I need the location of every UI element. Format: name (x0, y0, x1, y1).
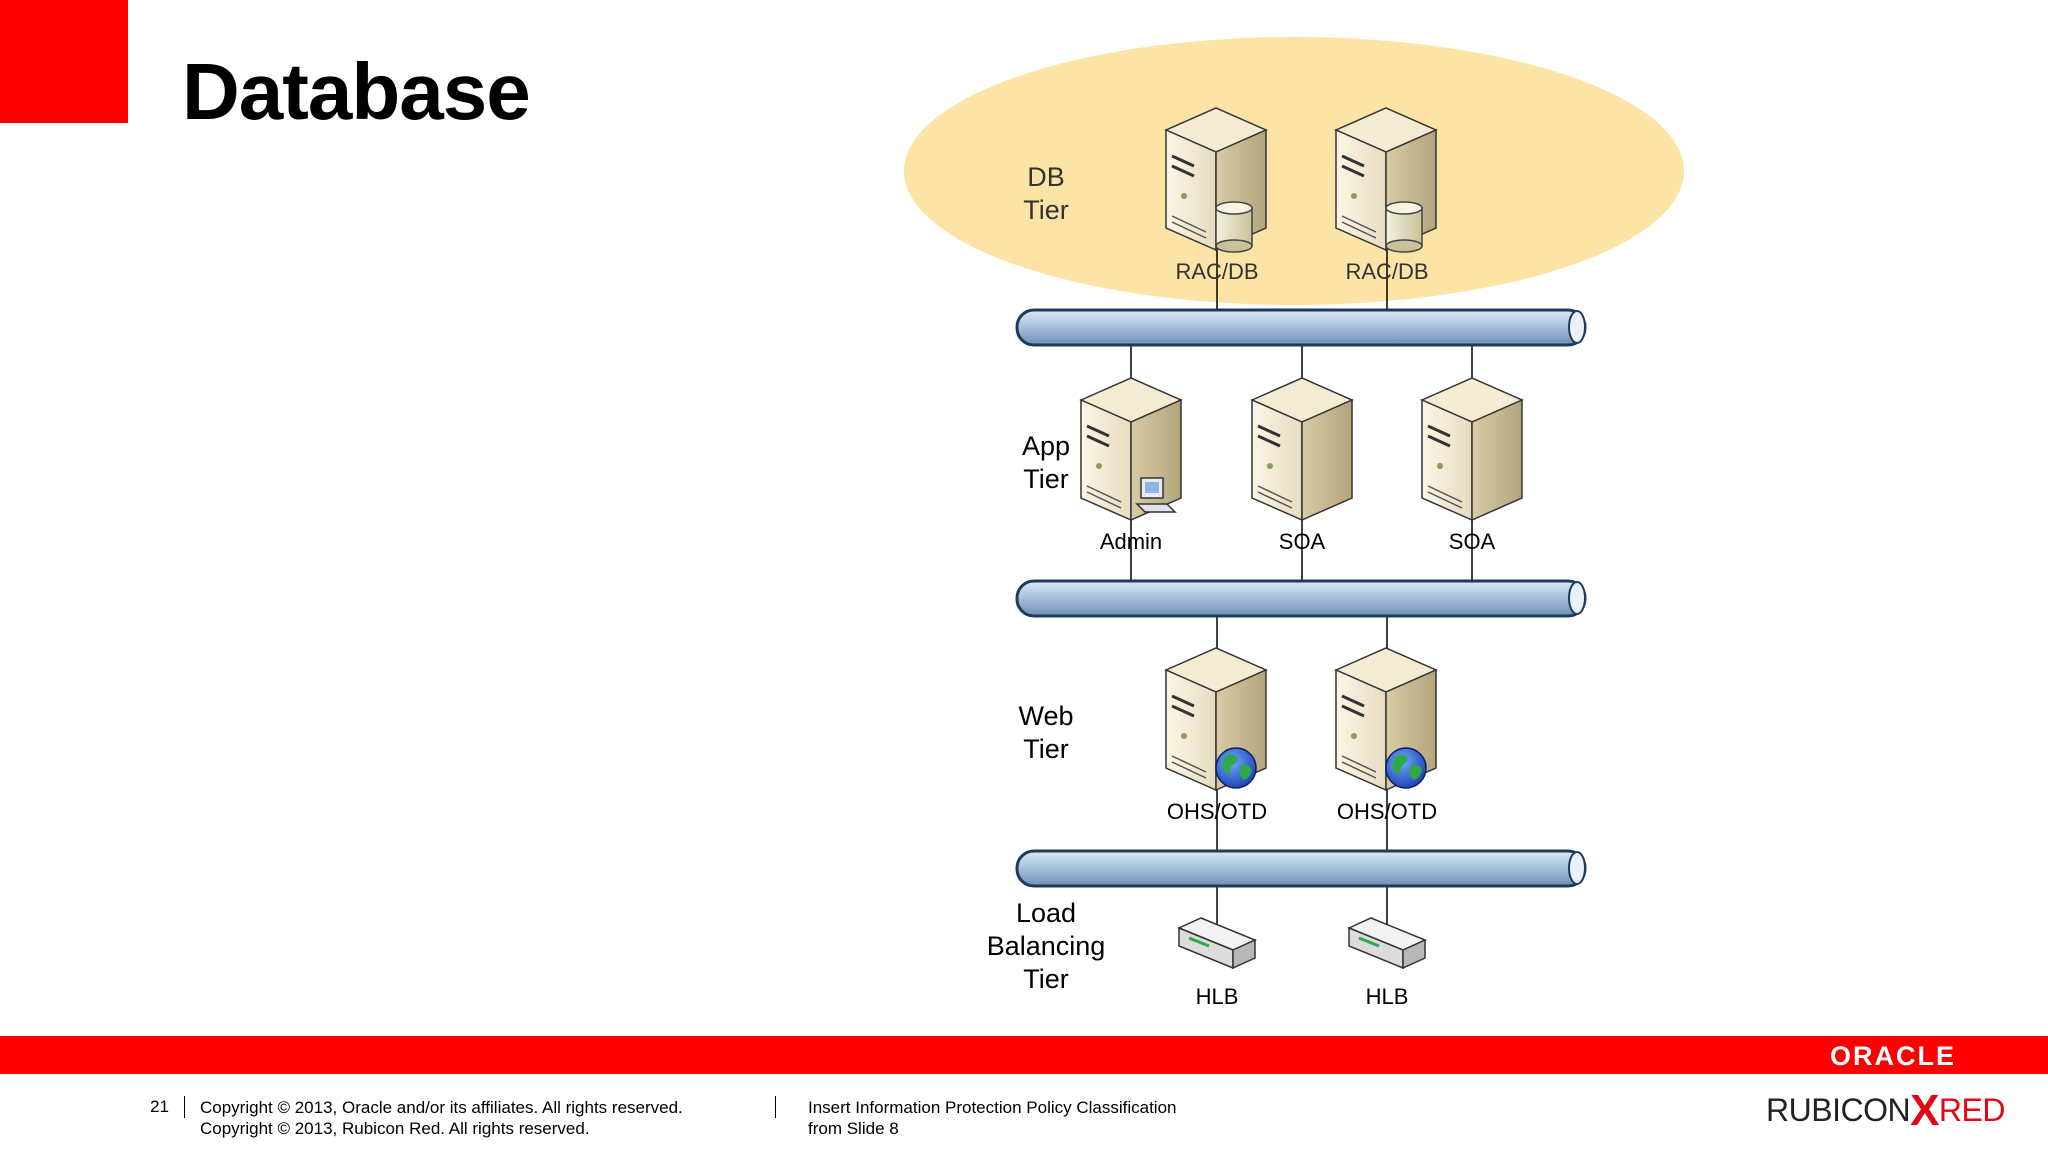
tier-label-web-line1: Web (1018, 701, 1073, 731)
db-server-icon (1334, 107, 1438, 253)
tier-label-lb-line2: Balancing (987, 931, 1106, 961)
web-node-label: OHS/OTD (1167, 799, 1267, 824)
soa-server-icon (1420, 377, 1524, 522)
tier-label-lb-line1: Load (1016, 898, 1076, 928)
tier-label-app-line1: App (1022, 431, 1070, 461)
computer-icon (1135, 477, 1177, 513)
footer-divider (184, 1096, 185, 1118)
footer-divider (775, 1096, 776, 1118)
tier-label-db-line2: Tier (1023, 195, 1069, 225)
rubicon-logo-left: RUBICON (1766, 1092, 1911, 1128)
db-node-label: RAC/DB (1175, 259, 1258, 284)
lb-node-label: HLB (1366, 984, 1409, 1009)
db-server-icon (1164, 107, 1268, 253)
web-server-icon (1164, 647, 1268, 792)
database-cylinder-icon (1215, 201, 1253, 253)
network-bus-app (1015, 579, 1587, 618)
load-balancer-icon (1347, 917, 1427, 970)
app-node-label: SOA (1279, 529, 1326, 554)
web-server-icon (1334, 647, 1438, 792)
app-node-label: SOA (1449, 529, 1496, 554)
page-number: 21 (150, 1097, 169, 1116)
rubicon-red-logo: RUBICONXRED (1766, 1082, 2006, 1135)
web-node-label: OHS/OTD (1337, 799, 1437, 824)
rubicon-logo-x: X (1910, 1086, 1939, 1135)
policy-classification: Insert Information Protection Policy Cla… (808, 1097, 1177, 1139)
app-node-label: Admin (1100, 529, 1162, 554)
brand-red-square (0, 0, 128, 123)
tier-label-db-line1: DB (1027, 162, 1065, 192)
footer-red-band (0, 1036, 2048, 1074)
admin-server-icon (1079, 377, 1183, 522)
rubicon-logo-right: RED (1938, 1092, 2006, 1128)
db-tier-highlight (904, 37, 1684, 305)
soa-server-icon (1250, 377, 1354, 522)
globe-icon (1215, 747, 1257, 789)
tier-label-app-line2: Tier (1023, 464, 1069, 494)
load-balancer-icon (1177, 917, 1257, 970)
database-cylinder-icon (1385, 201, 1423, 253)
copyright-block: Copyright © 2013, Oracle and/or its affi… (200, 1097, 683, 1139)
network-bus-web (1015, 849, 1587, 888)
page-title: Database (182, 47, 531, 136)
policy-line-2: from Slide 8 (808, 1119, 899, 1138)
globe-icon (1385, 747, 1427, 789)
db-node-label: RAC/DB (1345, 259, 1428, 284)
copyright-oracle: Copyright © 2013, Oracle and/or its affi… (200, 1098, 683, 1117)
network-bus-db (1015, 308, 1587, 347)
copyright-rubicon: Copyright © 2013, Rubicon Red. All right… (200, 1119, 590, 1138)
lb-node-label: HLB (1196, 984, 1239, 1009)
tier-label-web-line2: Tier (1023, 734, 1069, 764)
tier-label-lb-line3: Tier (1023, 964, 1069, 994)
oracle-logo: ORACLE (1830, 1041, 1956, 1071)
policy-line-1: Insert Information Protection Policy Cla… (808, 1098, 1177, 1117)
